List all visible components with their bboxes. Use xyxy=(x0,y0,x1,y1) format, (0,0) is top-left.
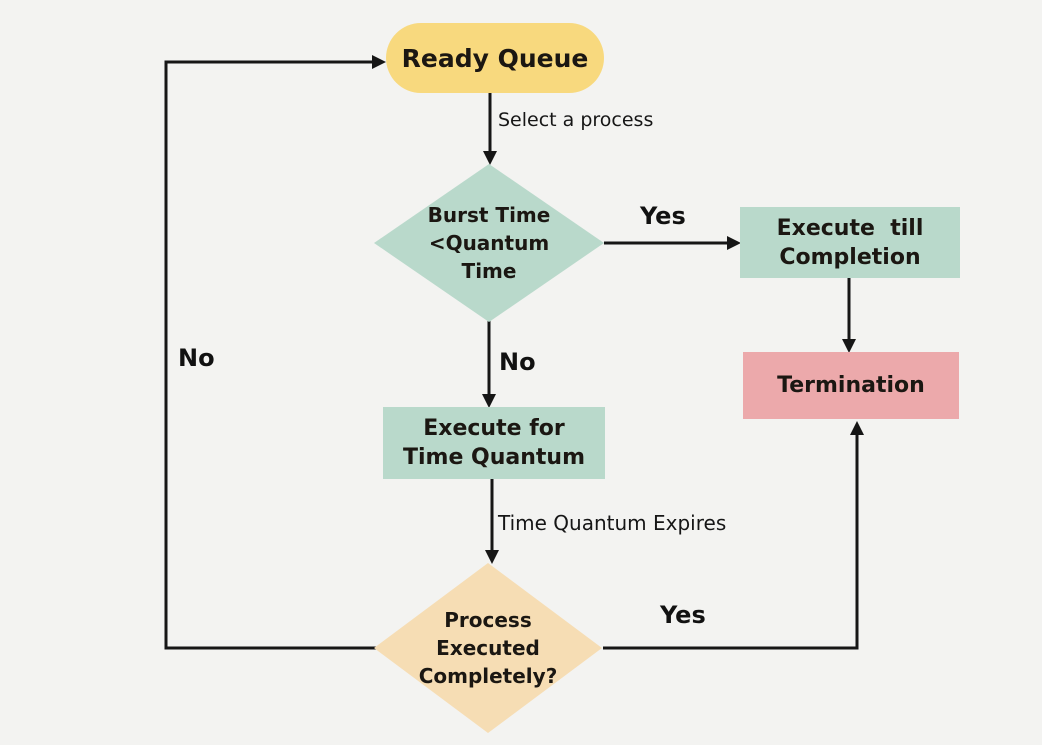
edge-label-yes-bottom: Yes xyxy=(660,601,706,629)
node-execute-for-time-quantum: Execute for Time Quantum xyxy=(383,407,605,479)
arrowhead-into-burst-decision xyxy=(483,151,497,165)
arrowhead-into-quantum-box xyxy=(482,394,496,408)
edge-no-loop-left xyxy=(164,60,376,650)
arrowhead-into-termination-bottom xyxy=(850,421,864,435)
edge-yes-to-termination xyxy=(603,435,859,650)
edge-label-no-middle: No xyxy=(499,348,536,376)
node-execute-till-completion: Execute till Completion xyxy=(740,207,960,278)
node-termination: Termination xyxy=(743,352,959,419)
edge-label-no-left: No xyxy=(178,344,215,372)
edge-label-yes-top: Yes xyxy=(640,202,686,230)
arrowhead-into-completion xyxy=(727,236,741,250)
arrowhead-into-ready-queue xyxy=(372,55,386,69)
edge-label-time-quantum-expires: Time Quantum Expires xyxy=(498,511,727,535)
edge-label-select-a-process: Select a process xyxy=(498,109,654,131)
arrowhead-into-termination-top xyxy=(842,339,856,353)
node-ready-queue: Ready Queue xyxy=(386,23,604,93)
arrowhead-into-process-decision xyxy=(485,550,499,564)
